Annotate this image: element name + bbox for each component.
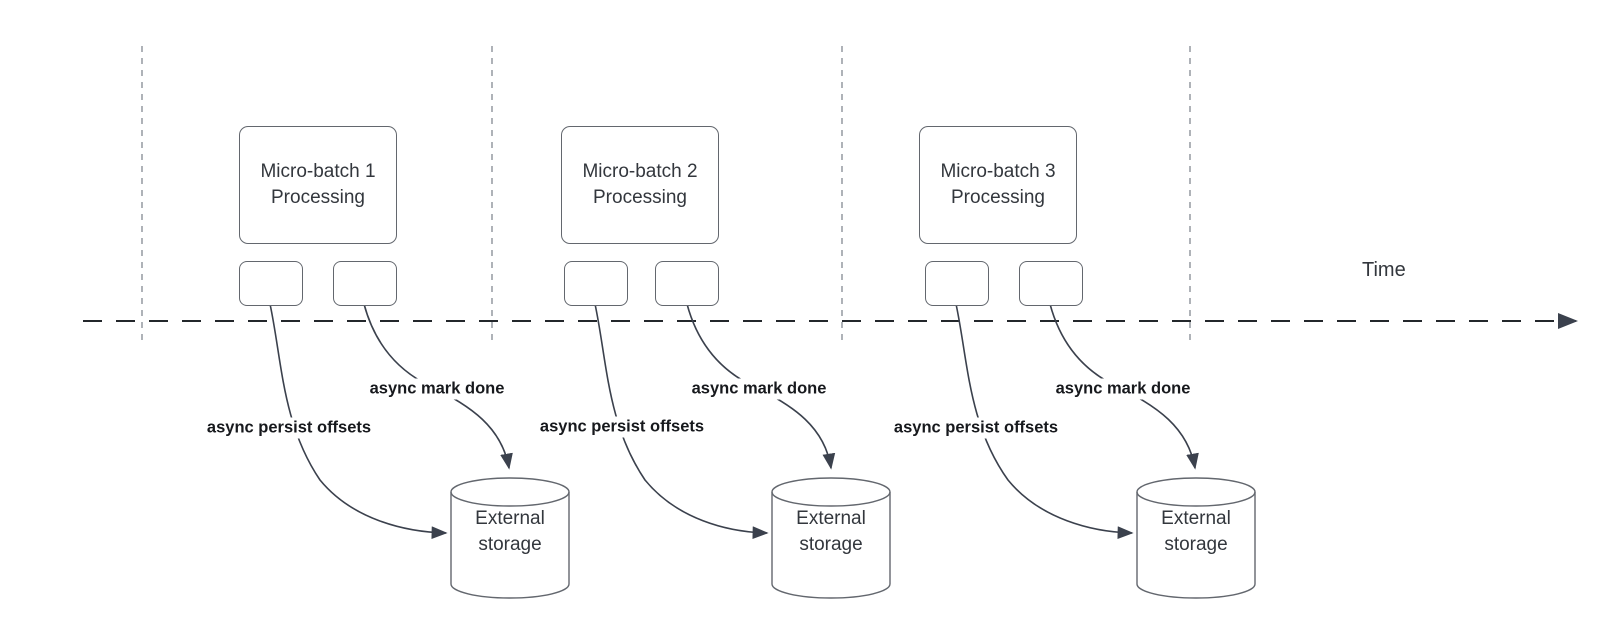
async-mark-done-label-2: async mark done [688, 378, 830, 400]
async-persist-offsets-label-3: async persist offsets [890, 417, 1062, 439]
persist-offsets-task-box-3 [925, 261, 989, 306]
processing-box-title-line2: Processing [271, 187, 365, 208]
storage-label-line2: storage [1164, 534, 1228, 555]
persist-offsets-task-box-1 [239, 261, 303, 306]
processing-box-title-line2: Processing [951, 187, 1045, 208]
mark-done-task-box-3 [1019, 261, 1083, 306]
storage-label-line2: storage [799, 534, 863, 555]
storage-label-line2: storage [478, 534, 542, 555]
persist-offsets-task-box-2 [564, 261, 628, 306]
external-storage-cylinder-2 [771, 477, 891, 599]
async-mark-done-label-1: async mark done [366, 378, 508, 400]
processing-box-title-line1: Micro-batch 2 [582, 161, 698, 182]
storage-label-line1: External [475, 508, 545, 529]
storage-label-line1: External [796, 508, 866, 529]
external-storage-label-3: External storage [1137, 506, 1255, 558]
mark-done-task-box-1 [333, 261, 397, 306]
processing-box-title-line2: Processing [593, 187, 687, 208]
async-persist-offsets-arrow-1 [269, 303, 448, 540]
async-mark-done-label-3: async mark done [1052, 378, 1194, 400]
external-storage-label-1: External storage [451, 506, 569, 558]
mark-done-task-box-2 [655, 261, 719, 306]
async-persist-offsets-label-1: async persist offsets [203, 417, 375, 439]
storage-label-line1: External [1161, 508, 1231, 529]
micro-batch-1-processing-box: Micro-batch 1 Processing [239, 126, 397, 244]
processing-box-title-line1: Micro-batch 1 [260, 161, 376, 182]
external-storage-cylinder-3 [1136, 477, 1256, 599]
async-persist-offsets-arrow-2 [594, 303, 769, 540]
external-storage-cylinder-1 [450, 477, 570, 599]
async-persist-offsets-arrow-3 [955, 303, 1134, 540]
time-axis-label: Time [1362, 259, 1406, 281]
micro-batch-3-processing-box: Micro-batch 3 Processing [919, 126, 1077, 244]
external-storage-label-2: External storage [772, 506, 890, 558]
async-persist-offsets-label-2: async persist offsets [536, 416, 708, 438]
processing-box-title-line1: Micro-batch 3 [940, 161, 1056, 182]
micro-batch-2-processing-box: Micro-batch 2 Processing [561, 126, 719, 244]
